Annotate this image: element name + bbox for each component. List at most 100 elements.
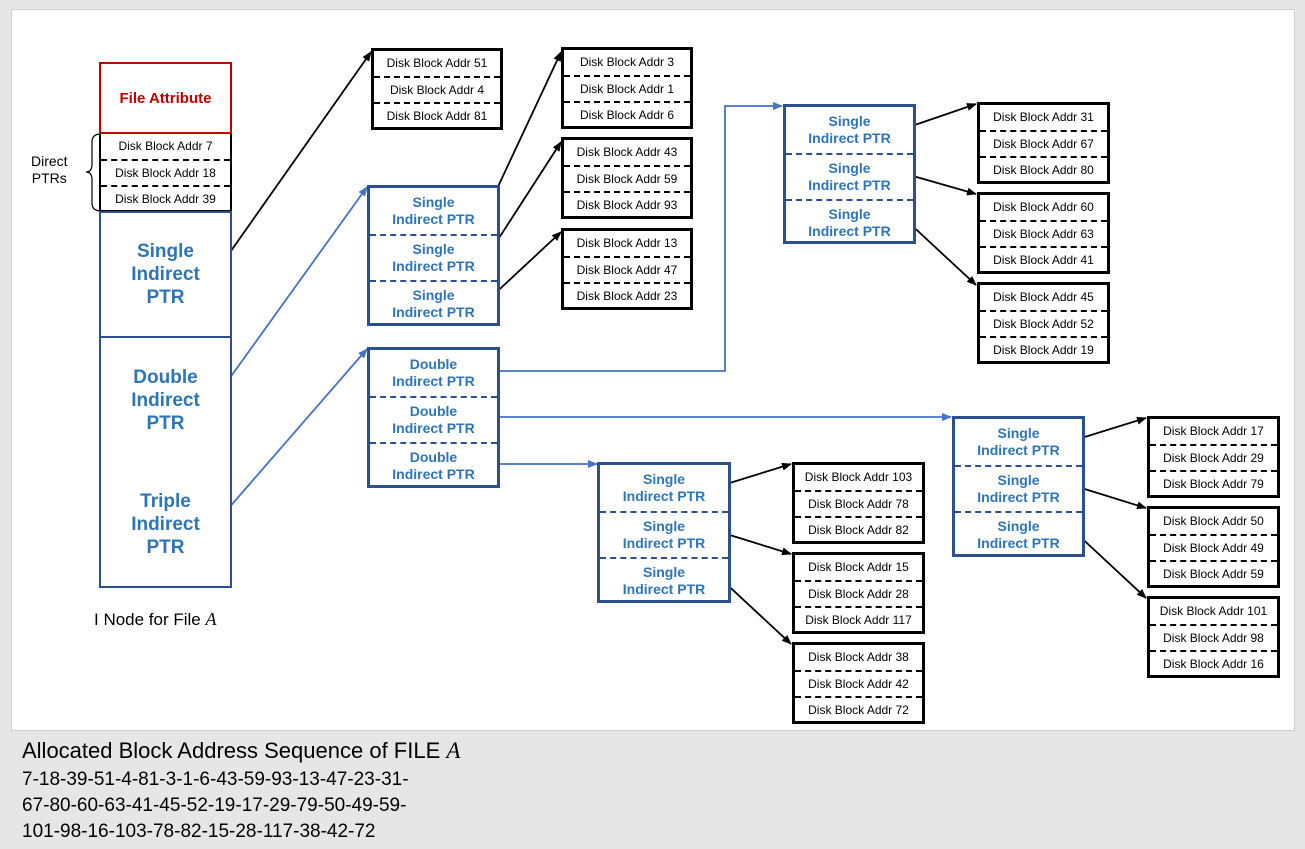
label-line: Indirect PTR xyxy=(977,442,1060,458)
file-attribute: File Attribute xyxy=(99,62,232,134)
label-line: Indirect PTR xyxy=(622,488,706,504)
label-line: PTR xyxy=(146,286,185,308)
label-line: Double xyxy=(409,356,458,372)
arrow-dA-3 xyxy=(487,231,562,301)
label-line: Single xyxy=(136,240,194,262)
label-line: Indirect PTR xyxy=(392,211,475,227)
block-entry: Disk Block Addr 19 xyxy=(980,335,1107,361)
block-entry: Disk Block Addr 15 xyxy=(808,560,909,574)
data-block-45: Disk Block Addr 45 Disk Block Addr 52 Di… xyxy=(977,282,1110,364)
arrow-p3-2 xyxy=(719,531,792,556)
label-line: Indirect xyxy=(131,389,200,411)
block-entry: Disk Block Addr 103 xyxy=(804,470,913,484)
data-block-17: Disk Block Addr 17 Disk Block Addr 29 Di… xyxy=(1147,416,1280,498)
arrow-p1-1 xyxy=(905,103,977,129)
arrow-p1-2 xyxy=(905,173,977,196)
block-entry: Disk Block Addr 63 xyxy=(980,220,1107,245)
label-line: Single xyxy=(412,287,455,303)
block-entry: Disk Block Addr 42 xyxy=(795,670,922,695)
label-line: PTR xyxy=(146,412,185,434)
block-entry: Disk Block Addr 43 xyxy=(576,145,678,159)
inode-divider xyxy=(99,211,232,213)
block-entry: Disk Block Addr 38 xyxy=(808,650,909,664)
block-entry: Disk Block Addr 59 xyxy=(564,165,690,190)
data-block-13: Disk Block Addr 13 Disk Block Addr 47 Di… xyxy=(561,228,693,310)
arrow-inode-triple xyxy=(213,348,368,526)
data-block-51: Disk Block Addr 51 Disk Block Addr 4 Dis… xyxy=(371,48,503,130)
caption-var: A xyxy=(205,609,217,629)
block-entry: Disk Block Addr 16 xyxy=(1150,649,1277,675)
label-line: Indirect PTR xyxy=(392,420,475,436)
block-entry: Disk Block Addr 28 xyxy=(795,580,922,605)
block-entry: Disk Block Addr 79 xyxy=(1150,469,1277,495)
data-block-43: Disk Block Addr 43 Disk Block Addr 59 Di… xyxy=(561,137,693,219)
label-line: Single xyxy=(412,194,455,210)
label-line: PTR xyxy=(146,536,185,558)
block-entry: Disk Block Addr 52 xyxy=(980,310,1107,335)
block-entry: Disk Block Addr 80 xyxy=(980,155,1107,181)
block-entry: Disk Block Addr 41 xyxy=(980,245,1107,271)
block-entry: Disk Block Addr 49 xyxy=(1150,534,1277,559)
label-line: Double xyxy=(409,449,458,465)
arrow-inode-double xyxy=(213,186,368,401)
label-line: Single xyxy=(642,518,685,534)
data-block-103: Disk Block Addr 103 Disk Block Addr 78 D… xyxy=(792,462,925,544)
arrow-p2-1 xyxy=(1074,416,1147,441)
block-entry: Disk Block Addr 60 xyxy=(993,200,1094,214)
data-block-38: Disk Block Addr 38 Disk Block Addr 42 Di… xyxy=(792,642,925,724)
arrow-t-1 xyxy=(490,102,783,372)
label-line: Indirect PTR xyxy=(977,535,1060,551)
label-line: Indirect PTR xyxy=(808,177,891,193)
data-block-15: Disk Block Addr 15 Disk Block Addr 28 Di… xyxy=(792,552,925,634)
block-entry: Disk Block Addr 59 xyxy=(1150,559,1277,585)
data-block-31: Disk Block Addr 31 Disk Block Addr 67 Di… xyxy=(977,102,1110,184)
label-line: Single xyxy=(997,472,1040,488)
label-line: Indirect PTR xyxy=(808,223,891,239)
arrow-p2-3 xyxy=(1074,531,1147,599)
label-line: PTRs xyxy=(31,170,67,186)
direct-ptr-1: Disk Block Addr 7 xyxy=(118,139,213,153)
sequence-line: 67-80-60-63-41-45-52-19-17-29-79-50-49-5… xyxy=(22,795,407,816)
direct-ptrs-label: Direct PTRs xyxy=(31,153,68,187)
arrow-p3-1 xyxy=(719,462,792,487)
label-line: Single xyxy=(412,241,455,257)
block-entry: Disk Block Addr 98 xyxy=(1150,624,1277,649)
data-block-50: Disk Block Addr 50 Disk Block Addr 49 Di… xyxy=(1147,506,1280,588)
arrow-dA-1 xyxy=(487,51,562,209)
arrow-p1-3 xyxy=(905,219,977,286)
arrow-p3-3 xyxy=(719,577,792,645)
label-line: Single xyxy=(642,564,685,580)
label-line: Indirect PTR xyxy=(977,489,1060,505)
direct-ptr-3: Disk Block Addr 39 xyxy=(101,184,230,210)
label-line: Indirect xyxy=(131,513,200,535)
block-entry: Disk Block Addr 81 xyxy=(374,101,500,127)
label-line: Indirect xyxy=(131,263,200,285)
arrow-inode-single xyxy=(213,51,372,276)
inode: File Attribute Disk Block Addr 7 Disk Bl… xyxy=(99,62,232,588)
inode-caption: I Node for File A xyxy=(94,609,217,630)
block-entry: Disk Block Addr 117 xyxy=(795,605,922,631)
data-block-101: Disk Block Addr 101 Disk Block Addr 98 D… xyxy=(1147,596,1280,678)
label-line: Indirect PTR xyxy=(622,535,706,551)
arrow-p2-2 xyxy=(1074,485,1147,510)
label-line: Double xyxy=(133,366,198,388)
label-line: Indirect PTR xyxy=(622,581,706,597)
label-line: Single xyxy=(642,471,685,487)
